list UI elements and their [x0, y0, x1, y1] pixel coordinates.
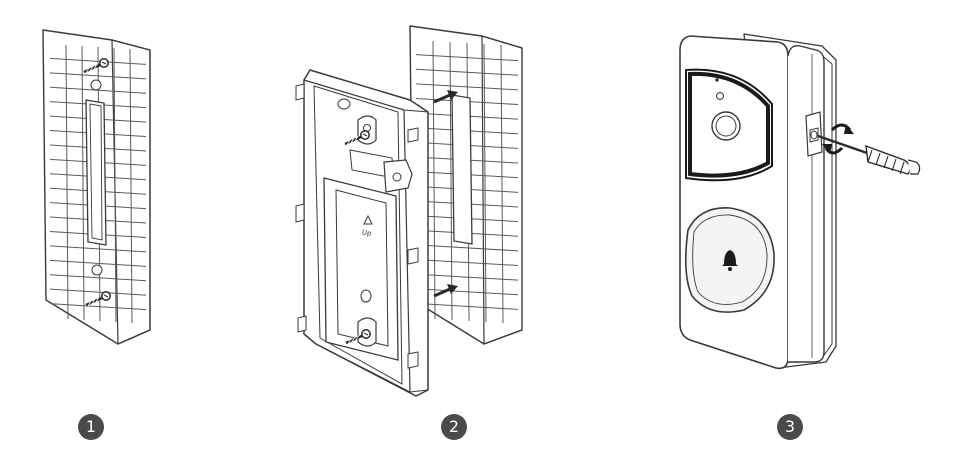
step-3-badge: 3 [777, 414, 803, 440]
bell-icon [722, 250, 738, 271]
video-doorbell [679, 33, 837, 370]
step-2-badge: 2 [441, 414, 467, 440]
up-label: Up [361, 228, 372, 237]
rotate-arrows-icon [822, 123, 854, 155]
step-1-badge: 1 [78, 414, 104, 440]
bracket-ribs [415, 40, 519, 324]
mounting-bracket [409, 25, 523, 345]
screwdriver-icon [817, 134, 921, 175]
mounting-bracket [42, 29, 151, 345]
up-arrow-icon [363, 214, 373, 225]
side-screw [805, 111, 823, 157]
mounting-plate: Up [295, 69, 429, 397]
